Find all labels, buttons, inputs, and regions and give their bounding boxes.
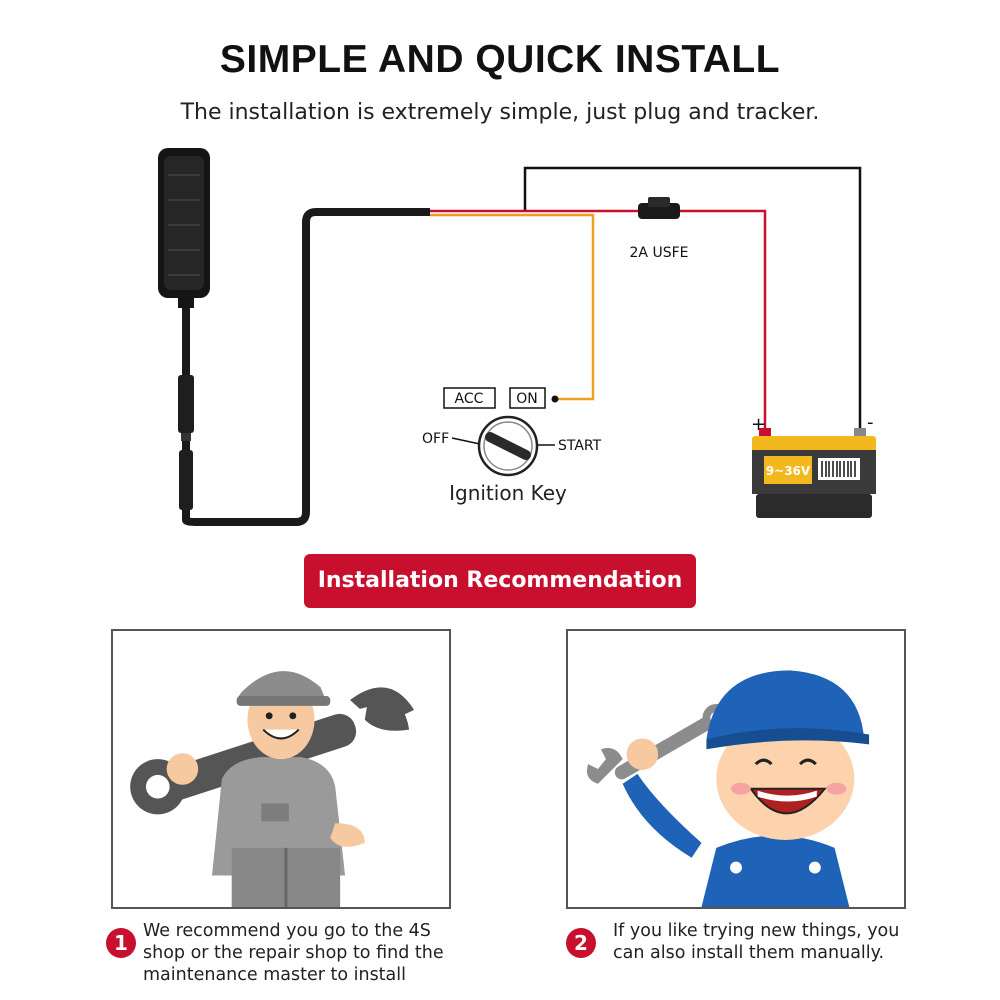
installation-recommendation-badge: Installation Recommendation	[304, 554, 696, 608]
off-label: OFF	[422, 431, 449, 447]
battery-icon: + - 9~36V	[751, 412, 876, 518]
ignition-key-caption: Ignition Key	[449, 481, 567, 505]
step-caption-1: We recommend you go to the 4S shop or th…	[143, 920, 473, 986]
caption-line: If you like trying new things, you	[613, 921, 900, 941]
gps-tracker-device	[158, 148, 210, 308]
page-subtitle: The installation is extremely simple, ju…	[180, 100, 820, 125]
mechanic-illustration	[130, 671, 415, 907]
page-title: SIMPLE AND QUICK INSTALL	[219, 38, 781, 81]
ground-wire	[523, 166, 862, 432]
cable-connector-tip	[181, 433, 191, 441]
start-label: START	[558, 438, 602, 454]
on-terminal	[551, 395, 559, 403]
acc-label: ACC	[455, 391, 484, 407]
cable-connector-lower	[179, 450, 193, 510]
ignition-switch: ACC ON OFF START Ignition Key	[422, 387, 602, 505]
step-caption-2: If you like trying new things, you can a…	[613, 920, 943, 964]
fuse-icon	[638, 197, 680, 219]
wiring-diagram: 2A USFE ACC ON OFF START Ignition Key + …	[158, 148, 876, 526]
fuse-label: 2A USFE	[630, 245, 689, 261]
diy-illustration-panel	[566, 629, 906, 909]
power-wire-battery	[680, 209, 767, 432]
step-number-2: 2	[566, 928, 596, 958]
mechanic-illustration-panel	[111, 629, 451, 909]
caption-line: can also install them manually.	[613, 943, 885, 963]
boy-with-wrench-illustration	[586, 670, 870, 907]
on-label: ON	[516, 391, 538, 407]
battery-minus-label: -	[867, 412, 874, 433]
caption-line: shop or the repair shop to find the	[143, 943, 444, 963]
cable-connector-upper	[178, 375, 194, 433]
caption-line: We recommend you go to the 4S	[143, 921, 431, 941]
step-number-1: 1	[106, 928, 136, 958]
battery-voltage: 9~36V	[766, 464, 811, 478]
caption-line: maintenance master to install	[143, 965, 406, 985]
tracker-cable	[182, 208, 430, 526]
acc-wire	[430, 213, 595, 401]
